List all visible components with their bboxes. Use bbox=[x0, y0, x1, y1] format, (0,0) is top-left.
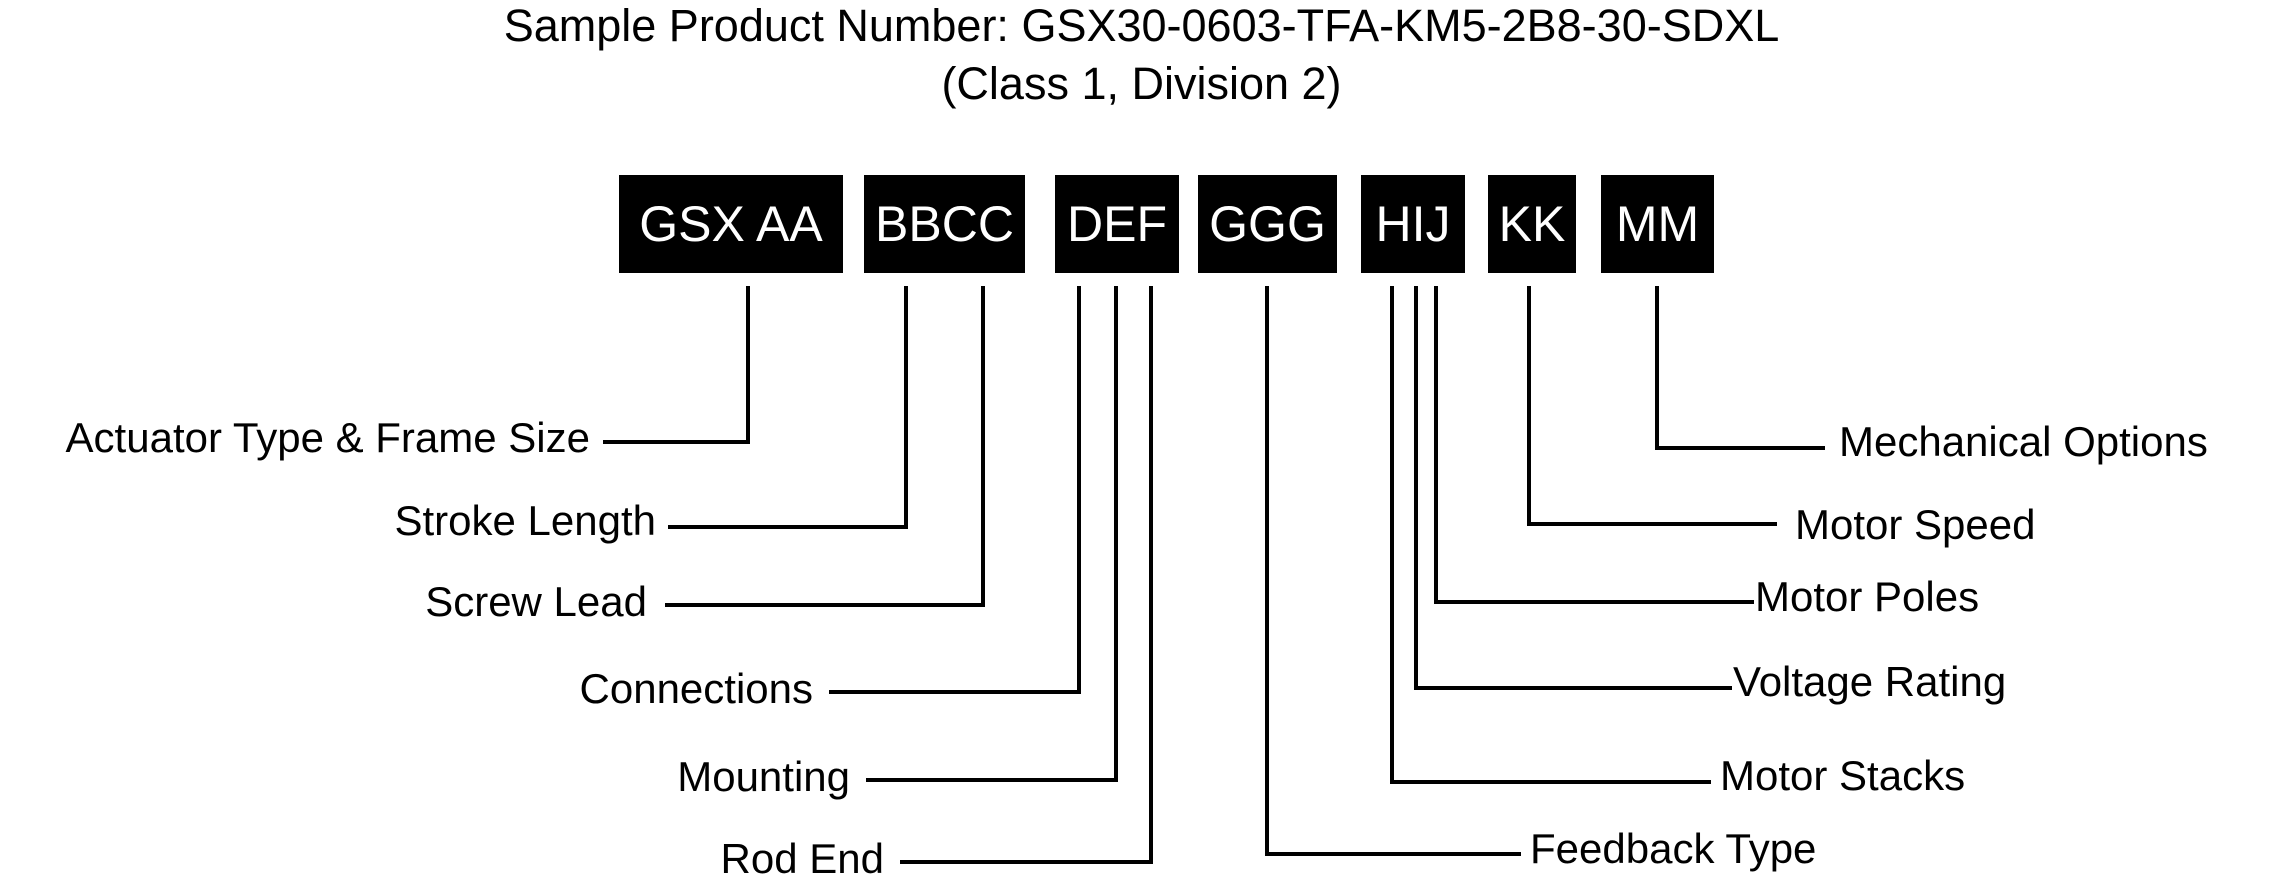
label-actuator-type-frame-size: Actuator Type & Frame Size bbox=[65, 414, 590, 461]
leader-motor-poles bbox=[1434, 286, 1754, 604]
leader-connections bbox=[829, 286, 1081, 694]
code-segment-mm: MM bbox=[1601, 175, 1714, 273]
label-screw-lead: Screw Lead bbox=[425, 578, 647, 625]
label-feedback-type: Feedback Type bbox=[1530, 825, 1817, 872]
code-segment-kk: KK bbox=[1488, 175, 1576, 273]
leader-screw-lead bbox=[665, 286, 985, 607]
leader-voltage-rating bbox=[1414, 286, 1732, 690]
label-mechanical-options: Mechanical Options bbox=[1839, 418, 2208, 465]
leader-motor-stacks bbox=[1390, 286, 1711, 784]
code-segment-def: DEF bbox=[1055, 175, 1179, 273]
label-stroke-length: Stroke Length bbox=[394, 497, 656, 544]
code-segment-hij: HIJ bbox=[1361, 175, 1465, 273]
leader-motor-speed bbox=[1527, 286, 1777, 526]
label-motor-poles: Motor Poles bbox=[1755, 573, 1980, 620]
leader-rod-end bbox=[900, 286, 1153, 864]
code-segment-bbcc: BBCC bbox=[864, 175, 1025, 273]
label-rod-end: Rod End bbox=[720, 835, 884, 882]
code-segment-gsx-aa: GSX AA bbox=[619, 175, 843, 273]
label-motor-speed: Motor Speed bbox=[1795, 501, 2036, 548]
diagram-subtitle: (Class 1, Division 2) bbox=[941, 58, 1342, 109]
leader-feedback-type bbox=[1265, 286, 1521, 856]
diagram-title: Sample Product Number: GSX30-0603-TFA-KM… bbox=[503, 0, 1780, 51]
leader-stroke-length bbox=[668, 286, 908, 529]
label-mounting: Mounting bbox=[677, 753, 850, 800]
label-voltage-rating: Voltage Rating bbox=[1733, 658, 2007, 705]
leader-actuator-type bbox=[603, 286, 750, 444]
leader-mounting bbox=[866, 286, 1118, 782]
leader-mechanical-options bbox=[1655, 286, 1825, 450]
label-connections: Connections bbox=[579, 665, 813, 712]
label-motor-stacks: Motor Stacks bbox=[1720, 752, 1966, 799]
code-segment-ggg: GGG bbox=[1198, 175, 1337, 273]
